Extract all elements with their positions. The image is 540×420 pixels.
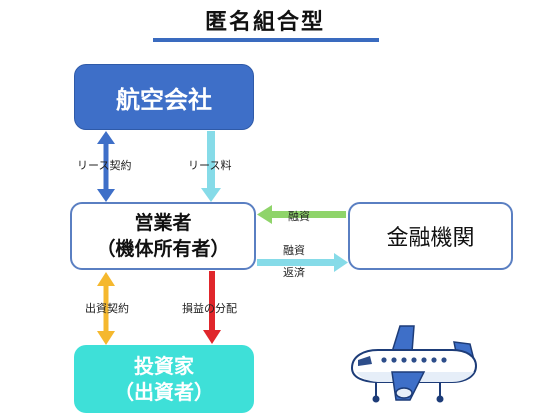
profit-loss-distribution-arrow [203,271,221,344]
airline-label: 航空会社 [116,85,212,114]
operator-node: 営業者 （機体所有者） [70,202,256,270]
investment-contract-label: 出資契約 [85,302,129,315]
financing-label: 融資 [288,210,310,223]
lease-fee-label: リース料 [188,159,232,172]
financing-arrow [257,205,346,224]
investment-contract-arrow [97,272,115,345]
page-title: 匿名組合型 [204,10,325,35]
lease-fee-arrow [201,131,221,202]
lease-contract-label: リース契約 [77,159,132,172]
investor-node: 投資家 （出資者） [74,345,254,413]
financing-repayment-label-2: 返済 [283,266,305,279]
operator-sublabel: （機体所有者） [96,238,230,260]
investor-label: 投資家 [134,354,194,378]
finance-node: 金融機関 [348,202,513,270]
investor-sublabel: （出資者） [114,380,214,404]
lease-contract-arrow [97,131,115,202]
airline-node: 航空会社 [74,64,254,130]
financing-repayment-arrow [257,253,348,272]
financing-repayment-label-1: 融資 [283,244,305,257]
operator-label: 営業者 [134,212,192,234]
title-underline [153,38,379,42]
profit-loss-distribution-label: 損益の分配 [182,302,237,315]
finance-label: 金融機関 [386,226,475,251]
airplane-icon [350,325,478,403]
